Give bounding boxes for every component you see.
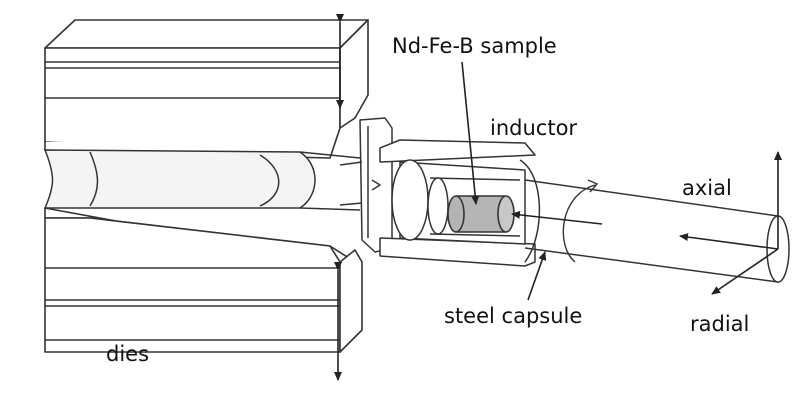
arrows — [334, 14, 782, 381]
label-radial: radial — [690, 312, 750, 336]
rotation-arrow — [562, 179, 599, 263]
label-sample: Nd-Fe-B sample — [392, 34, 557, 58]
label-inductor: inductor — [490, 116, 578, 140]
rod — [524, 179, 790, 283]
upper-die — [44, 19, 369, 159]
die-block-right — [339, 117, 393, 253]
label-dies: dies — [106, 342, 150, 366]
cavity — [43, 149, 361, 211]
label-axial: axial — [682, 176, 732, 200]
lower-die — [44, 207, 363, 353]
sample — [447, 195, 515, 233]
label-steel-capsule: steel capsule — [444, 304, 583, 328]
